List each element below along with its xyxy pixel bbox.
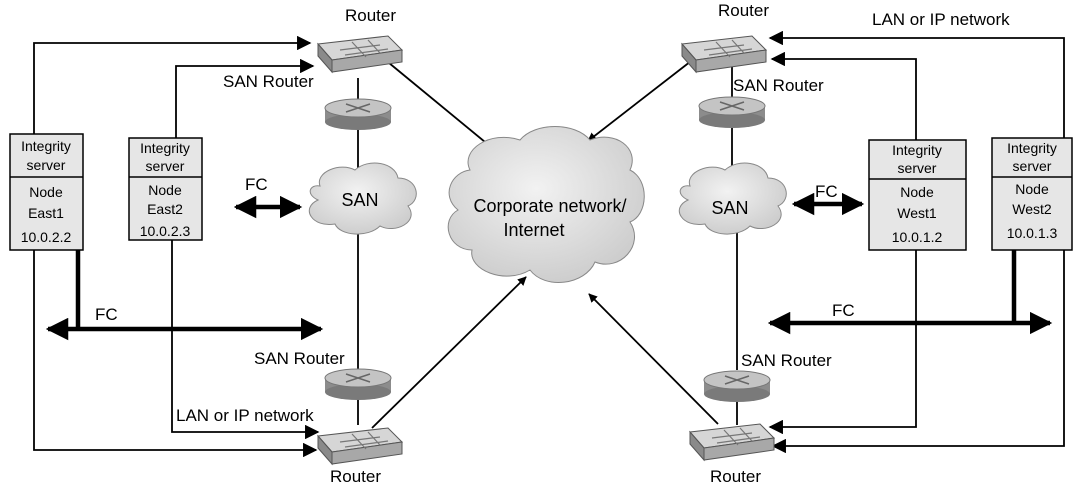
san-router-icon-arrows — [724, 375, 750, 385]
san-router-icon-arrows — [345, 103, 371, 113]
server-name: West1 — [897, 205, 937, 221]
server-label-line2: server — [898, 160, 937, 176]
router-icon-front — [331, 441, 403, 465]
san-cloud-left: SAN — [308, 162, 417, 235]
router-bottom-left-label: Router — [330, 467, 381, 485]
link-router-bl-cloud — [371, 276, 527, 429]
link-east2-router-bottom — [171, 240, 320, 440]
link-router-br-cloud — [588, 293, 719, 425]
link-west2-router-top — [768, 30, 1065, 138]
server-label-line2: server — [27, 157, 66, 173]
link-east2-router-top — [175, 58, 315, 138]
router-icon-ports — [339, 39, 389, 58]
san-cloud-left-shape — [308, 162, 417, 235]
router-icon-front — [331, 49, 403, 73]
san-router-top-left-label: SAN Router — [223, 72, 314, 91]
server-ip: 10.0.2.2 — [21, 229, 72, 245]
fc-links — [45, 192, 1053, 341]
san-router-icon-arrows — [345, 373, 371, 383]
server-label-line2: server — [1013, 158, 1052, 174]
server-west1: Integrity server Node West1 10.0.1.2 — [868, 139, 967, 251]
server-east1: Integrity server Node East1 10.0.2.2 — [9, 133, 84, 251]
san-router-bottom-left — [324, 368, 392, 400]
router-icon-ports — [703, 39, 753, 58]
router-bottom-left — [316, 427, 404, 466]
san-router-top-right — [698, 96, 766, 128]
lan-links — [33, 30, 1065, 458]
server-ip: 10.0.1.2 — [892, 229, 943, 245]
link-router-tr-cloud — [587, 57, 696, 142]
server-west2: Integrity server Node West2 10.0.1.3 — [991, 137, 1073, 251]
link-east1-router-bottom — [33, 250, 318, 458]
san-router-top-left — [324, 98, 392, 130]
link-east1-router-top — [33, 35, 312, 163]
san-router-bottom-right — [703, 370, 771, 402]
san-router-top-right-label: SAN Router — [733, 76, 824, 95]
link-west1-router-top — [770, 51, 917, 140]
server-box — [9, 133, 84, 251]
san-router-icon-bottom — [704, 386, 770, 402]
san-cloud-left-label: SAN — [341, 190, 378, 210]
server-node: Node — [900, 184, 934, 200]
corporate-cloud-shape — [447, 126, 645, 283]
server-node: Node — [148, 182, 182, 198]
router-bottom-right-label: Router — [710, 467, 761, 485]
corporate-cloud-label-line1: Corporate network/ — [473, 196, 626, 216]
router-top-left — [316, 35, 404, 74]
link-router-tl-cloud — [382, 57, 503, 157]
san-cloud-right: SAN — [678, 162, 787, 235]
san-cloud-right-label: SAN — [711, 198, 748, 218]
link-west2-router-bottom — [771, 250, 1065, 454]
san-router-bottom-left-label: SAN Router — [254, 349, 345, 368]
san-router-icon-bottom — [699, 112, 765, 128]
lan-top-right-label: LAN or IP network — [872, 10, 1010, 29]
router-top-right-label: Router — [718, 1, 769, 20]
fc-west-bus-label: FC — [832, 301, 855, 320]
server-ip: 10.0.1.3 — [1007, 225, 1058, 241]
server-label-line2: server — [146, 158, 185, 174]
server-label-line1: Integrity — [892, 142, 942, 158]
san-cloud-right-shape — [678, 162, 787, 235]
san-router-icon-bottom — [325, 114, 391, 130]
router-icon-front — [703, 437, 775, 461]
server-box — [991, 137, 1073, 251]
server-box — [128, 137, 203, 241]
router-icon-ports — [339, 431, 389, 450]
san-router-icon-arrows — [719, 101, 745, 111]
server-label-line1: Integrity — [140, 140, 190, 156]
corporate-cloud-label-line2: Internet — [503, 220, 564, 240]
link-west1-router-bottom — [768, 250, 917, 435]
server-name: East1 — [28, 205, 64, 221]
fc-east-link-label: FC — [245, 175, 268, 194]
router-top-left-label: Router — [345, 6, 396, 25]
fc-east-bus-label: FC — [95, 305, 118, 324]
server-name: East2 — [147, 201, 183, 217]
router-top-right — [680, 35, 768, 74]
router-bottom-right — [688, 423, 776, 462]
fc-west-link-label: FC — [815, 182, 838, 201]
server-name: West2 — [1012, 201, 1052, 217]
corporate-cloud: Corporate network/ Internet — [447, 126, 645, 283]
server-label-line1: Integrity — [1007, 140, 1057, 156]
lan-bottom-left-label: LAN or IP network — [176, 406, 314, 425]
server-box — [868, 139, 967, 251]
router-icon-ports — [711, 427, 761, 446]
router-icon-front — [695, 49, 767, 73]
server-node: Node — [1015, 181, 1049, 197]
server-ip: 10.0.2.3 — [140, 223, 191, 239]
san-router-icon-bottom — [325, 384, 391, 400]
san-router-bottom-right-label: SAN Router — [741, 351, 832, 370]
server-east2: Integrity server Node East2 10.0.2.3 — [128, 137, 203, 241]
server-label-line1: Integrity — [21, 138, 71, 154]
server-node: Node — [29, 184, 63, 200]
